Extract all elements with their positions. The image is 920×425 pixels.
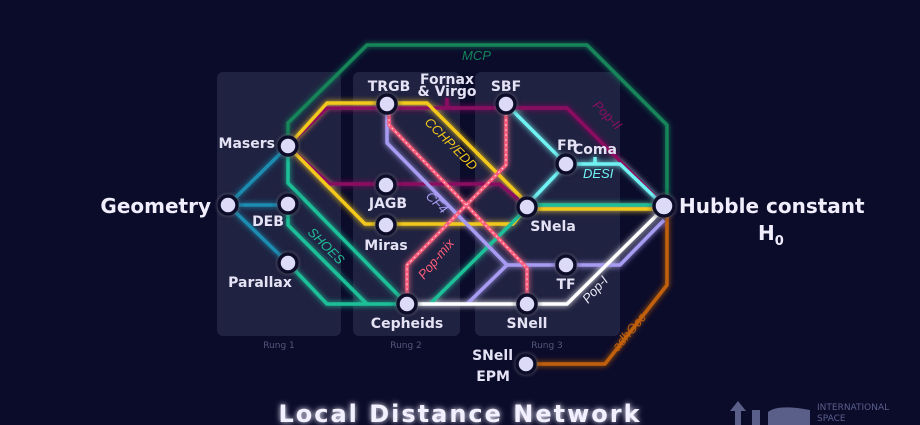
station-masers [277,135,299,157]
label-jagb: JAGB [368,196,407,212]
annotation-coma: Coma [573,142,617,158]
logo-arrow-icon [730,401,746,425]
label-fp: FP [557,138,577,154]
line-label-mcp: MCP [462,48,491,63]
annotation-fornax: Fornax [420,72,474,88]
station-snell [516,293,538,315]
line-label-desi: DESI [583,166,614,181]
label-geometry: Geometry [100,194,211,218]
label-tf: TF [556,277,575,293]
logo-text-1: INTERNATIONAL [817,403,889,413]
rung-1-label: Rung 1 [263,341,295,351]
label-snell-epm-1: SNell [472,348,513,364]
station-fp [555,153,577,175]
label-snela: SNela [530,219,576,235]
label-sbf: SBF [491,79,521,95]
line-adhocc [526,212,669,366]
annotation-virgo: & Virgo [417,84,476,100]
label-snell: SNell [507,316,548,332]
label-snell-epm-2: EPM [476,369,510,385]
diagram-title: Local Distance Network [278,400,641,425]
station-cepheids [396,293,418,315]
station-miras [375,214,397,236]
label-deb: DEB [252,214,284,230]
station-geometry [217,194,239,216]
label-masers: Masers [219,136,275,152]
line-shoes [286,146,664,306]
label-miras: Miras [364,238,407,254]
rung-3-label: Rung 3 [531,341,563,351]
station-parallax [277,252,299,274]
station-snela [516,196,538,218]
line-pop-i [407,206,666,306]
station-trgb [376,93,398,115]
station-tf [555,254,577,276]
station-hubble-constant [652,194,676,218]
station-sbf [495,93,517,115]
station-snell-epm [515,353,537,375]
rung-2-label: Rung 2 [390,341,422,351]
label-trgb: TRGB [368,79,411,95]
label-hubble-constant: Hubble constant [679,194,865,218]
label-parallax: Parallax [228,275,292,291]
station-deb [277,193,299,215]
logo-text-2: SPACE [817,414,846,424]
label-h0: H0 [758,221,784,249]
line-mcp [286,43,669,206]
logo-mark-icon [752,407,810,425]
station-jagb [375,174,397,196]
logo: INTERNATIONAL SPACE [730,401,889,425]
label-cepheids: Cepheids [371,316,443,332]
rung-2-panel [353,72,460,336]
